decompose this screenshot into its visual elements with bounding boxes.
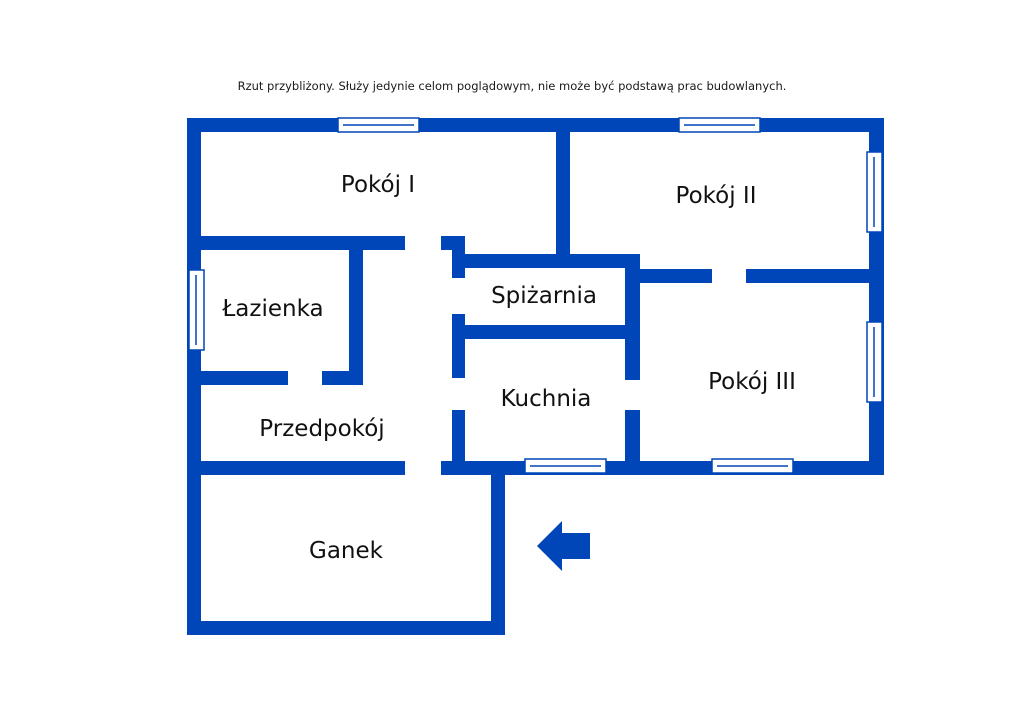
- wall-ganek-right: [491, 461, 505, 635]
- label-przedpokoj: Przedpokój: [259, 416, 384, 442]
- label-pokoj1: Pokój I: [341, 172, 415, 198]
- label-spizarnia: Spiżarnia: [491, 283, 597, 309]
- window-pokoj2-top: [678, 117, 761, 133]
- wall-spizarnia-left-top: [452, 236, 465, 278]
- wall-ganek-top: [187, 461, 405, 475]
- label-pokoj3: Pokój III: [708, 369, 796, 395]
- wall-spizarnia-left-bottom: [452, 314, 465, 378]
- window-pokoj3-right: [866, 321, 883, 403]
- disclaimer-text: Rzut przybliżony. Służy jedynie celom po…: [237, 79, 787, 93]
- label-pokoj2: Pokój II: [676, 183, 757, 209]
- window-kuchnia: [524, 458, 607, 474]
- window-pokoj3-bottom: [711, 458, 794, 474]
- wall-pokoj2-bottom-left: [625, 269, 712, 283]
- windows: [188, 117, 883, 474]
- label-ganek: Ganek: [309, 538, 384, 564]
- wall-kuchnia-left: [452, 410, 465, 475]
- wall-lazienka-right: [349, 236, 363, 385]
- window-lazienka: [188, 269, 205, 351]
- wall-lazienka-bottom-right: [322, 371, 363, 385]
- room-labels: Pokój I Pokój II Łazienka Spiżarnia Pokó…: [221, 172, 795, 564]
- wall-spizarnia-top: [452, 254, 640, 268]
- label-lazienka: Łazienka: [221, 296, 323, 322]
- wall-lazienka-bottom-left: [187, 371, 288, 385]
- wall-kuchnia-right: [625, 410, 640, 475]
- wall-pokoj1-right: [556, 118, 570, 254]
- entrance-arrow: [537, 521, 590, 571]
- wall-spizarnia-bottom: [452, 325, 640, 339]
- wall-pokoj2-bottom-right: [746, 269, 884, 283]
- label-kuchnia: Kuchnia: [501, 386, 592, 412]
- wall-pokoj1-bottom-left: [187, 236, 405, 250]
- window-pokoj2-right: [866, 151, 883, 233]
- wall-spizarnia-right: [625, 254, 640, 380]
- window-pokoj1: [337, 117, 420, 133]
- wall-ganek-bottom: [187, 621, 505, 635]
- arrow-left-icon: [537, 521, 590, 571]
- walls: [187, 118, 884, 635]
